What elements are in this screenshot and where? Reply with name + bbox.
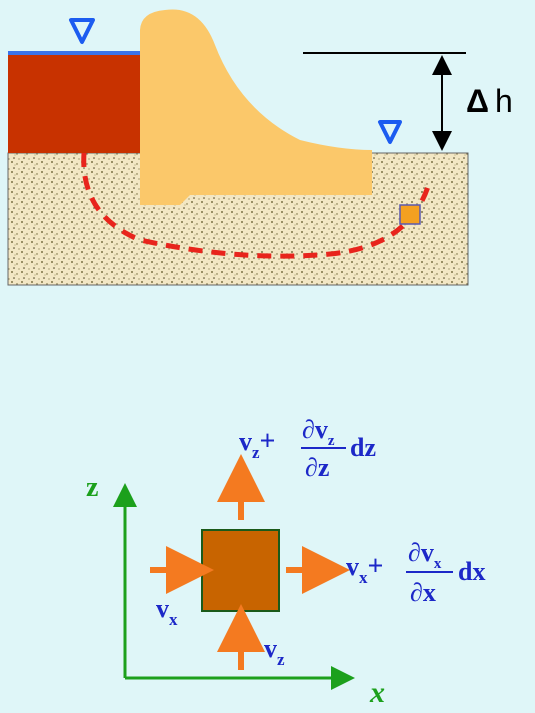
svg-text:∂z: ∂z <box>305 453 329 482</box>
x-axis-label: x <box>369 676 385 709</box>
vx-outflow-formula: vx+ ∂vx ∂x dx <box>346 538 485 607</box>
svg-text:∂vz: ∂vz <box>302 415 335 449</box>
svg-text:∂x: ∂x <box>410 578 436 607</box>
flow-element-diagram: z x vx vz vz+ ∂vz ∂z dz <box>86 415 485 709</box>
seepage-path <box>81 152 433 259</box>
dam-body <box>140 9 372 206</box>
vz-outflow-formula: vz+ ∂vz ∂z dz <box>239 415 376 482</box>
head-variable: h <box>495 83 513 119</box>
svg-text:dz: dz <box>350 433 376 462</box>
soil-element-small <box>399 204 421 225</box>
svg-text:∂vx: ∂vx <box>408 538 442 572</box>
upstream-water <box>8 53 140 153</box>
vz-label: vz <box>264 634 285 669</box>
vx-label: vx <box>156 594 178 629</box>
soil-element <box>201 529 280 612</box>
svg-text:vx+: vx+ <box>346 551 383 587</box>
upstream-water-level-icon <box>69 18 95 44</box>
svg-text:dx: dx <box>458 557 485 586</box>
downstream-water-level-icon <box>378 120 402 144</box>
delta-symbol: Δ <box>466 83 489 119</box>
svg-text:vz+: vz+ <box>239 426 276 462</box>
z-axis-label: z <box>86 472 98 503</box>
